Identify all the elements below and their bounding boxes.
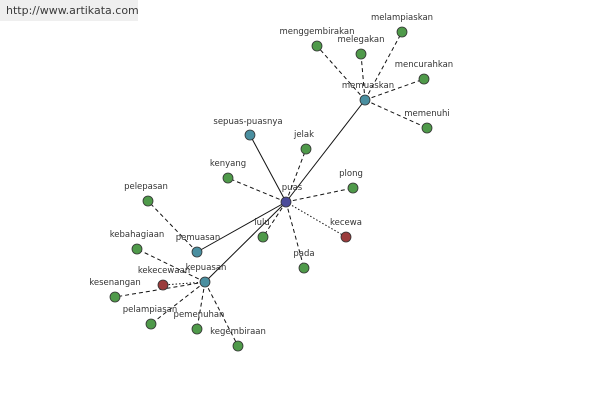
edge-puas-memuaskan	[285, 99, 366, 203]
node-jelak[interactable]: jelak	[293, 130, 314, 155]
node-label-kenyang: kenyang	[210, 159, 246, 169]
edge-puas-pada	[285, 201, 305, 269]
nodes-layer: puas memuaskan sepuas-puasnya pemuasan kepua…	[89, 13, 453, 352]
edge-kepuasan-kekecewaan	[162, 281, 206, 286]
node-label-plong: plong	[339, 169, 363, 179]
node-label-mencurahkan: mencurahkan	[395, 60, 453, 70]
node-circle-kenyang[interactable]	[222, 172, 234, 184]
node-circle-kebahagiaan[interactable]	[131, 243, 143, 255]
node-memenuhi[interactable]: memenuhi	[404, 109, 450, 134]
node-pemuasan[interactable]: pemuasan	[176, 233, 221, 258]
node-label-memenuhi: memenuhi	[404, 109, 450, 119]
node-lulu[interactable]: lulu	[254, 218, 270, 243]
node-label-puas: puas	[282, 183, 303, 193]
node-circle-kekecewaan[interactable]	[157, 279, 169, 291]
node-circle-mencurahkan[interactable]	[418, 73, 430, 85]
node-label-pemenuhan: pemenuhan	[174, 310, 225, 320]
edge-memuaskan-melampiaskan	[364, 31, 403, 101]
edge-kepuasan-pemenuhan	[196, 281, 206, 330]
edge-puas-kecewa	[285, 201, 347, 238]
edge-puas-pemuasan	[196, 201, 287, 253]
node-melampiaskan[interactable]: melampiaskan	[371, 13, 433, 38]
node-circle-kecewa[interactable]	[340, 231, 352, 243]
node-label-lulu: lulu	[254, 218, 270, 228]
node-label-pelepasan: pelepasan	[124, 182, 168, 192]
node-label-memuaskan: memuaskan	[342, 81, 394, 91]
edge-puas-kenyang	[227, 177, 287, 203]
node-label-jelak: jelak	[293, 130, 314, 140]
node-memuaskan[interactable]: memuaskan	[342, 81, 394, 106]
node-circle-pemenuhan[interactable]	[191, 323, 203, 335]
edge-memuaskan-memenuhi	[364, 99, 428, 129]
node-label-kepuasan: kepuasan	[186, 263, 227, 273]
node-circle-memenuhi[interactable]	[421, 122, 433, 134]
node-circle-kegembiraan[interactable]	[232, 340, 244, 352]
node-plong[interactable]: plong	[339, 169, 363, 194]
node-kepuasan[interactable]: kepuasan	[186, 263, 227, 288]
node-circle-pelampiasan[interactable]	[145, 318, 157, 330]
edge-pemuasan-pelepasan	[147, 200, 198, 253]
node-label-kekecewaan: kekecewaan	[138, 266, 190, 276]
node-pada[interactable]: pada	[293, 249, 315, 274]
node-label-pada: pada	[293, 249, 314, 259]
node-mencurahkan[interactable]: mencurahkan	[395, 60, 453, 85]
node-circle-pemuasan[interactable]	[191, 246, 203, 258]
node-kecewa[interactable]: kecewa	[330, 218, 362, 243]
node-label-kecewa: kecewa	[330, 218, 362, 228]
node-puas[interactable]: puas	[280, 183, 303, 208]
node-circle-pelepasan[interactable]	[142, 195, 154, 207]
edge-puas-plong	[285, 187, 354, 203]
node-label-kesenangan: kesenangan	[89, 278, 140, 288]
edge-kepuasan-kegembiraan	[204, 281, 239, 347]
edge-memuaskan-menggembirakan	[316, 45, 366, 101]
edge-puas-sepuas-puasnya	[249, 134, 287, 203]
edge-kepuasan-pelampiasan	[150, 281, 206, 325]
node-sepuas-puasnya[interactable]: sepuas-puasnya	[213, 117, 283, 141]
node-circle-lulu[interactable]	[257, 231, 269, 243]
edge-puas-jelak	[285, 148, 307, 203]
node-menggembirakan[interactable]: menggembirakan	[279, 27, 355, 52]
node-kesenangan[interactable]: kesenangan	[89, 278, 141, 303]
node-label-melegakan: melegakan	[337, 35, 384, 45]
edge-memuaskan-melegakan	[360, 53, 366, 101]
node-kekecewaan[interactable]: kekecewaan	[138, 266, 190, 291]
node-label-sepuas-puasnya: sepuas-puasnya	[213, 117, 282, 127]
node-label-melampiaskan: melampiaskan	[371, 13, 433, 23]
edge-kepuasan-kesenangan	[114, 281, 206, 298]
node-pelepasan[interactable]: pelepasan	[124, 182, 168, 207]
node-label-kebahagiaan: kebahagiaan	[110, 230, 165, 240]
node-circle-memuaskan[interactable]	[359, 94, 371, 106]
edges-layer	[114, 31, 428, 347]
node-circle-kesenangan[interactable]	[109, 291, 121, 303]
node-melegakan[interactable]: melegakan	[337, 35, 385, 60]
node-label-pemuasan: pemuasan	[176, 233, 221, 243]
node-circle-melampiaskan[interactable]	[396, 26, 408, 38]
node-circle-kepuasan[interactable]	[199, 276, 211, 288]
node-circle-pada[interactable]	[298, 262, 310, 274]
node-circle-puas[interactable]	[280, 196, 292, 208]
node-circle-melegakan[interactable]	[355, 48, 367, 60]
node-pelampiasan[interactable]: pelampiasan	[123, 305, 177, 330]
node-label-pelampiasan: pelampiasan	[123, 305, 177, 315]
node-circle-jelak[interactable]	[300, 143, 312, 155]
node-kegembiraan[interactable]: kegembiraan	[210, 327, 266, 352]
node-pemenuhan[interactable]: pemenuhan	[174, 310, 225, 335]
edge-puas-kepuasan	[204, 201, 287, 283]
node-kenyang[interactable]: kenyang	[210, 159, 246, 184]
node-label-kegembiraan: kegembiraan	[210, 327, 266, 337]
node-kebahagiaan[interactable]: kebahagiaan	[110, 230, 165, 255]
node-circle-sepuas-puasnya[interactable]	[244, 129, 256, 141]
node-circle-plong[interactable]	[347, 182, 359, 194]
edge-kepuasan-kebahagiaan	[136, 248, 206, 283]
node-label-menggembirakan: menggembirakan	[279, 27, 354, 37]
watermark-url: http://www.artikata.com	[0, 0, 139, 21]
edge-memuaskan-mencurahkan	[364, 78, 425, 101]
node-circle-menggembirakan[interactable]	[311, 40, 323, 52]
